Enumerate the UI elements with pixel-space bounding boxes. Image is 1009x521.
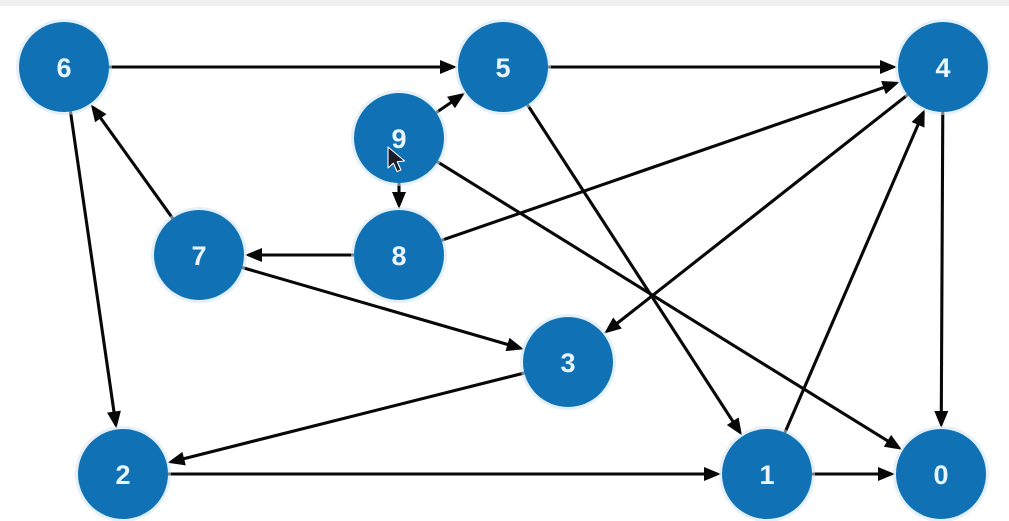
graph-node-0[interactable]: 0 xyxy=(893,426,989,521)
edge-line xyxy=(68,111,116,414)
edge-line xyxy=(181,371,525,461)
edge-arrowhead-icon xyxy=(167,451,186,466)
edge-arrowhead-icon xyxy=(704,467,721,481)
graph-edge xyxy=(245,248,354,262)
graph-node-4[interactable]: 4 xyxy=(895,19,991,115)
edge-arrowhead-icon xyxy=(447,92,466,109)
edge-arrowhead-icon xyxy=(883,434,902,450)
edge-arrowhead-icon xyxy=(505,337,524,352)
graph-edge xyxy=(168,467,721,481)
node-circle[interactable] xyxy=(354,210,444,300)
edge-line xyxy=(614,93,909,326)
edge-arrowhead-icon xyxy=(90,104,107,123)
edge-arrowhead-icon xyxy=(911,109,925,128)
graph-node-9[interactable]: 9 xyxy=(351,90,447,186)
graph-edge xyxy=(441,80,900,242)
edge-line xyxy=(783,122,921,434)
graph-edge xyxy=(241,266,524,352)
graph-edge xyxy=(548,60,897,74)
graph-edge xyxy=(392,183,406,209)
graph-edge xyxy=(109,60,457,74)
graph-edge xyxy=(436,160,902,450)
node-circle[interactable] xyxy=(19,22,109,112)
edge-arrowhead-icon xyxy=(934,410,949,429)
graph-edge xyxy=(604,93,909,334)
node-circle[interactable] xyxy=(722,429,812,519)
edge-arrowhead-icon xyxy=(604,317,622,334)
graph-edge xyxy=(167,371,525,466)
graph-node-3[interactable]: 3 xyxy=(520,314,616,410)
graph-edge xyxy=(812,467,895,481)
graph-edge xyxy=(783,109,925,434)
node-circle[interactable] xyxy=(354,93,444,183)
graph-node-5[interactable]: 5 xyxy=(455,19,551,115)
edge-arrowhead-icon xyxy=(878,467,895,481)
edge-line xyxy=(435,100,454,114)
edges-group xyxy=(68,60,949,481)
edge-line xyxy=(526,103,736,424)
edge-arrowhead-icon xyxy=(245,248,262,262)
node-circle[interactable] xyxy=(154,210,244,300)
node-circle[interactable] xyxy=(523,317,613,407)
edge-arrowhead-icon xyxy=(881,80,900,95)
edge-line xyxy=(436,160,890,444)
graph-node-2[interactable]: 2 xyxy=(75,426,171,521)
node-circle[interactable] xyxy=(78,429,168,519)
edge-arrowhead-icon xyxy=(107,410,121,429)
edge-arrowhead-icon xyxy=(440,60,457,74)
edge-line xyxy=(441,85,886,242)
node-circle[interactable] xyxy=(898,22,988,112)
graph-edge xyxy=(90,104,175,220)
graph-edge xyxy=(934,111,949,429)
edge-arrowhead-icon xyxy=(392,192,406,209)
node-circle[interactable] xyxy=(896,429,986,519)
edge-line xyxy=(98,115,175,220)
edge-arrowhead-icon xyxy=(726,417,742,436)
graph-node-7[interactable]: 7 xyxy=(151,207,247,303)
graph-edge xyxy=(435,92,466,114)
edge-line xyxy=(939,111,945,414)
graph-node-6[interactable]: 6 xyxy=(16,19,112,115)
graph-node-8[interactable]: 8 xyxy=(351,207,447,303)
edge-arrowhead-icon xyxy=(880,60,897,74)
graph-node-1[interactable]: 1 xyxy=(719,426,815,521)
edge-line xyxy=(241,266,510,347)
graph-edge xyxy=(68,111,121,429)
node-circle[interactable] xyxy=(458,22,548,112)
graph-edge xyxy=(526,103,742,436)
